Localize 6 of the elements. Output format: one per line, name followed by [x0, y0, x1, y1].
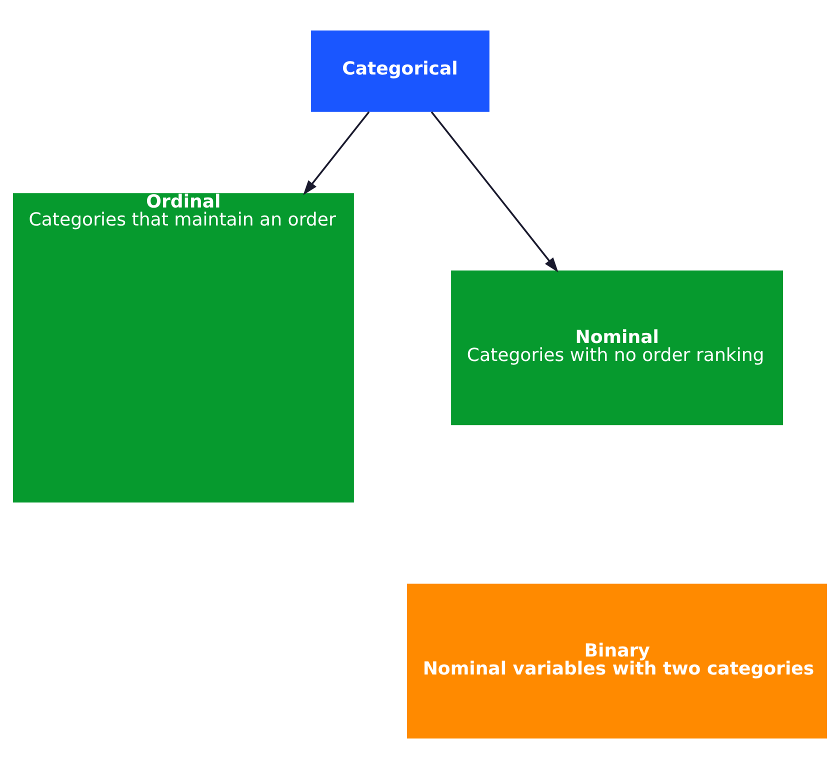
node-box: Binary Nominal variables with two categories — [407, 583, 828, 738]
node-box: Ordinal Categories that maintain an order — [12, 192, 354, 502]
arrow — [303, 110, 370, 195]
arrow — [430, 110, 558, 272]
node-box: Nominal Categories with no order ranking — [451, 270, 784, 425]
node-box: Categorical — [311, 30, 490, 112]
